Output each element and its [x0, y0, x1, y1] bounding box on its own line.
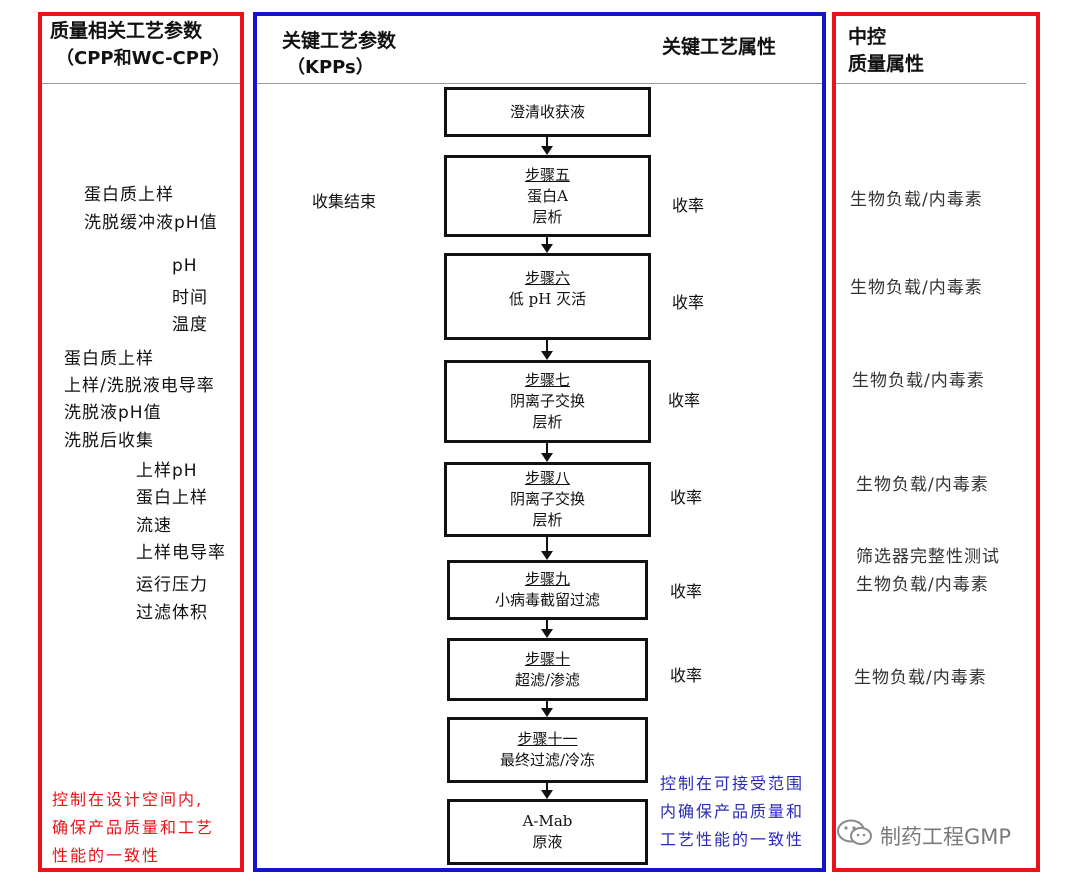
kpp-column-title: 关键工艺参数	[282, 30, 397, 52]
box-line: 低 pH 灭活	[508, 290, 587, 308]
note-line: 控制在设计空间内,	[52, 790, 204, 809]
param-item: 蛋白上样	[136, 488, 208, 508]
kpp-label: 收集结束	[312, 192, 377, 211]
attribute-yield: 收率	[670, 488, 703, 507]
left-column-subtitle: （CPP和WC-CPP）	[56, 48, 231, 69]
arrow-down-icon	[541, 244, 553, 253]
param-item: 蛋白质上样	[84, 185, 174, 205]
param-item: 洗脱液pH值	[64, 403, 162, 423]
flow-connector	[546, 443, 548, 454]
box-line: 层析	[532, 413, 563, 431]
ipc-attribute: 生物负载/内毒素	[852, 371, 985, 391]
ipc-attribute: 生物负载/内毒素	[854, 668, 987, 688]
flow-connector	[546, 340, 548, 352]
note-line: 控制在可接受范围	[660, 774, 805, 793]
flow-box-step7: 步骤七 阴离子交换 层析	[444, 360, 651, 443]
box-line: 层析	[532, 511, 563, 529]
box-line: 阴离子交换	[509, 490, 585, 508]
flow-connector	[546, 701, 548, 709]
middle-note: 控制在可接受范围 内确保产品质量和 工艺性能的一致性	[660, 770, 804, 854]
param-item: 洗脱缓冲液pH值	[84, 213, 218, 233]
ipc-column-title: 中控	[848, 26, 887, 48]
param-item: 时间	[172, 288, 208, 308]
param-item: 流速	[136, 516, 172, 536]
step-label: 步骤十	[524, 649, 570, 668]
step-label: 步骤六	[524, 269, 570, 287]
param-item: 蛋白质上样	[64, 349, 154, 369]
box-line: 蛋白A	[527, 186, 568, 205]
ipc-attribute: 生物负载/内毒素	[856, 475, 989, 495]
arrow-down-icon	[541, 708, 553, 717]
box-line: 原液	[532, 833, 563, 851]
param-item: 洗脱后收集	[64, 431, 154, 451]
ipc-attribute: 生物负载/内毒素	[850, 278, 983, 298]
step-label: 步骤八	[524, 469, 570, 487]
left-column-title: 质量相关工艺参数	[50, 20, 203, 42]
attribute-yield: 收率	[672, 293, 705, 312]
box-line: 阴离子交换	[509, 392, 585, 410]
middle-header-divider	[257, 83, 822, 84]
right-header-divider	[836, 83, 1026, 84]
param-item: 上样/洗脱液电导率	[64, 376, 215, 396]
step-label: 步骤五	[524, 165, 570, 184]
ipc-attribute: 生物负载/内毒素	[856, 575, 989, 595]
flow-box-step8: 步骤八 阴离子交换 层析	[444, 462, 651, 537]
attribute-yield: 收率	[672, 196, 705, 215]
box-line: 层析	[532, 207, 563, 226]
flow-connector	[546, 237, 548, 245]
flow-connector	[546, 537, 548, 552]
step-label: 步骤九	[524, 570, 570, 588]
left-header-divider	[42, 83, 240, 84]
box-line: 小病毒截留过滤	[494, 591, 600, 609]
ipc-attribute: 生物负载/内毒素	[850, 190, 983, 210]
arrow-down-icon	[541, 146, 553, 155]
right-column-frame	[832, 12, 1040, 872]
left-note: 控制在设计空间内, 确保产品质量和工艺 性能的一致性	[52, 786, 214, 870]
flow-connector	[546, 620, 548, 630]
arrow-down-icon	[541, 790, 553, 799]
flow-box-harvest: 澄清收获液	[444, 87, 651, 137]
attribute-column-title: 关键工艺属性	[662, 36, 777, 58]
ipc-attribute: 筛选器完整性测试	[856, 547, 1000, 567]
flow-box-step5: 步骤五 蛋白A 层析	[444, 155, 651, 237]
attribute-yield: 收率	[670, 582, 703, 601]
wechat-icon	[837, 819, 872, 845]
arrow-down-icon	[541, 351, 553, 360]
param-item: 上样pH	[136, 461, 198, 481]
param-item: 温度	[172, 315, 208, 335]
note-line: 内确保产品质量和	[660, 802, 805, 821]
flow-box-step9: 步骤九 小病毒截留过滤	[447, 560, 648, 620]
flow-box-step11: 步骤十一 最终过滤/冷冻	[447, 717, 648, 783]
flow-box-step6: 步骤六 低 pH 灭活	[444, 253, 651, 340]
arrow-down-icon	[541, 453, 553, 462]
arrow-down-icon	[541, 551, 553, 560]
note-line: 性能的一致性	[52, 846, 161, 865]
box-line: 超滤/渗滤	[514, 670, 581, 689]
watermark-text: 制药工程GMP	[880, 825, 1012, 849]
param-item: 过滤体积	[136, 603, 208, 623]
box-line: 澄清收获液	[509, 102, 585, 121]
flow-box-step10: 步骤十 超滤/渗滤	[447, 638, 648, 701]
flow-connector	[546, 137, 548, 147]
step-label: 步骤十一	[517, 730, 578, 748]
left-column-frame	[38, 12, 244, 872]
box-line: A-Mab	[522, 812, 573, 830]
middle-column-frame	[253, 12, 826, 872]
param-item: pH	[172, 256, 198, 276]
note-line: 确保产品质量和工艺	[52, 818, 215, 837]
arrow-down-icon	[541, 629, 553, 638]
box-line: 最终过滤/冷冻	[499, 751, 596, 769]
ipc-column-subtitle: 质量属性	[848, 53, 925, 75]
param-item: 运行压力	[136, 575, 208, 595]
note-line: 工艺性能的一致性	[660, 830, 805, 849]
step-label: 步骤七	[524, 371, 570, 389]
flow-box-drug-substance: A-Mab 原液	[447, 799, 648, 865]
attribute-yield: 收率	[670, 666, 703, 685]
flow-connector	[546, 783, 548, 791]
attribute-yield: 收率	[668, 391, 701, 410]
param-item: 上样电导率	[136, 543, 226, 563]
kpp-column-subtitle: （KPPs）	[287, 57, 374, 78]
